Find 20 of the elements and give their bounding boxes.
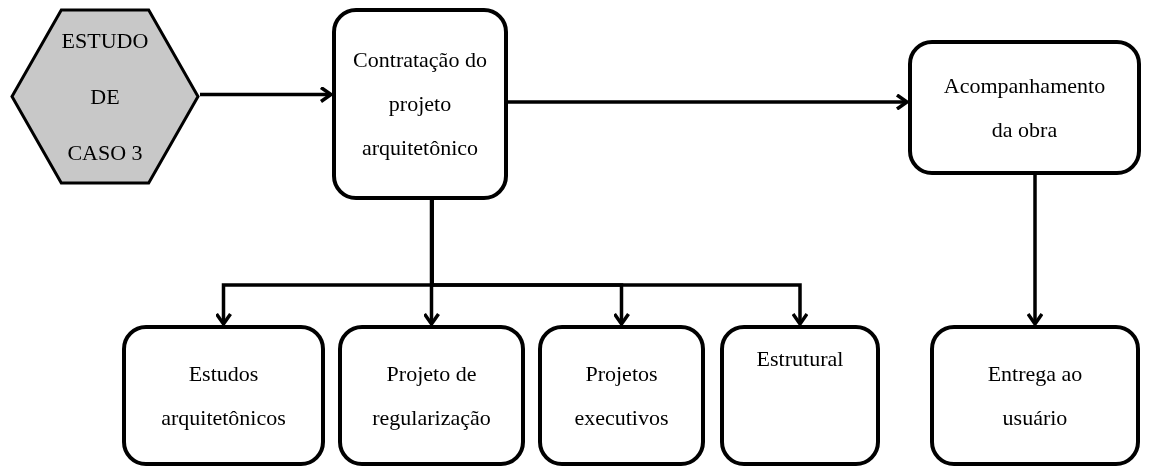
process-box [538, 325, 705, 466]
process-box [930, 325, 1140, 466]
node-label: Projeto de regularização [371, 359, 492, 432]
arrow [508, 93, 909, 111]
node-label: Estudos arquitetônicos [160, 359, 287, 432]
node-label: ESTUDO DE CASO 3 [60, 26, 150, 167]
process-box [332, 8, 508, 200]
hexagon-node [10, 8, 200, 185]
node-label: Projetos executivos [573, 359, 670, 432]
node-label: Entrega ao usuário [986, 359, 1084, 432]
arrow [430, 200, 809, 326]
arrow [200, 85, 333, 104]
node-label: Estrutural [756, 345, 844, 373]
process-box [122, 325, 325, 466]
process-box [720, 325, 880, 466]
node-label: Contratação do projeto arquitetônico [352, 46, 488, 162]
node-label: Acompanhamento da obra [942, 71, 1107, 144]
process-box [338, 325, 525, 466]
process-box [908, 40, 1141, 175]
arrow [1026, 175, 1044, 326]
